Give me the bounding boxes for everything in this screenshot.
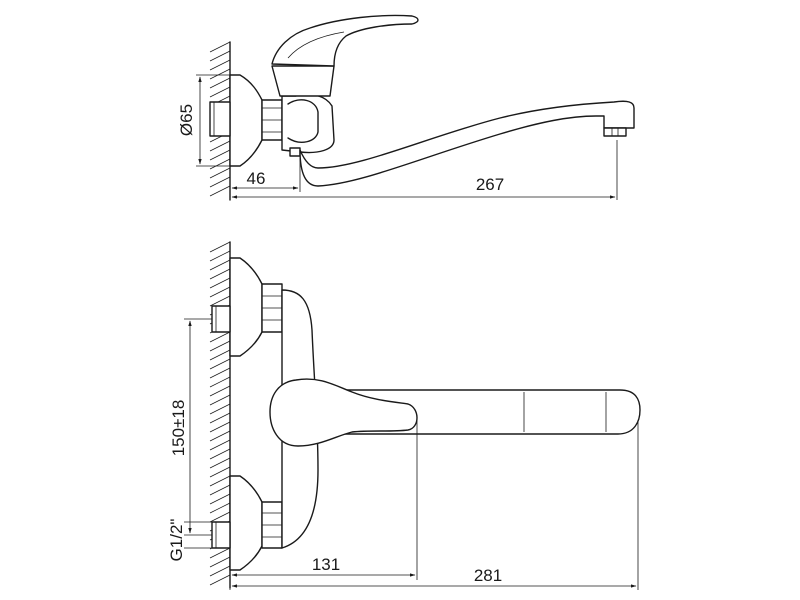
side-handle-lever [271, 14, 419, 67]
dim-front-spout-reach: 281 [474, 566, 502, 585]
side-wall-flange [229, 74, 263, 167]
hatch-stroke [209, 376, 231, 388]
hatch-stroke [209, 149, 231, 161]
hatch-stroke [209, 286, 231, 298]
hatch-stroke [209, 86, 231, 98]
hatch-stroke [209, 167, 231, 179]
hatch-stroke [209, 502, 231, 514]
hatch-stroke [209, 385, 231, 397]
front-view: 150±18 G1/2" 131 281 [167, 241, 641, 590]
hatch-stroke [209, 367, 231, 379]
hatch-stroke [209, 511, 231, 523]
front-flange-lower [229, 475, 263, 571]
hatch-stroke [209, 68, 231, 80]
side-aerator [603, 127, 627, 137]
hatch-stroke [209, 331, 231, 343]
hatch-stroke [209, 484, 231, 496]
hatch-stroke [209, 430, 231, 442]
hatch-stroke [209, 277, 231, 289]
hatch-stroke [209, 421, 231, 433]
hatch-stroke [209, 295, 231, 307]
hatch-stroke [209, 185, 231, 197]
hatch-stroke [209, 493, 231, 505]
side-wall-pipe [209, 101, 231, 137]
hatch-stroke [209, 457, 231, 469]
dim-thread: G1/2" [167, 519, 186, 562]
front-handle [269, 378, 418, 447]
dim-flange-diameter: Ø65 [177, 104, 196, 136]
hatch-stroke [209, 176, 231, 188]
hatch-stroke [209, 565, 231, 577]
front-pipe-lower [211, 521, 231, 549]
hatch-stroke [209, 439, 231, 451]
side-wall-hatch [209, 41, 231, 197]
hatch-stroke [209, 412, 231, 424]
dim-side-offset: 46 [247, 169, 266, 188]
front-pipe-upper [211, 305, 231, 333]
hatch-stroke [209, 448, 231, 460]
hatch-stroke [209, 574, 231, 586]
hatch-stroke [209, 556, 231, 568]
hatch-stroke [209, 268, 231, 280]
hatch-stroke [209, 140, 231, 152]
hatch-stroke [209, 41, 231, 53]
hatch-stroke [209, 50, 231, 62]
dim-side-spout-reach: 267 [476, 175, 504, 194]
hatch-stroke [209, 250, 231, 262]
dim-handle-reach: 131 [312, 555, 340, 574]
side-view: Ø65 46 267 [177, 14, 635, 201]
hatch-stroke [209, 394, 231, 406]
hatch-stroke [209, 349, 231, 361]
hatch-stroke [209, 358, 231, 370]
dim-center-distance: 150±18 [169, 400, 188, 457]
side-spout [299, 100, 635, 187]
hatch-stroke [209, 340, 231, 352]
hatch-stroke [209, 547, 231, 559]
hatch-stroke [209, 158, 231, 170]
hatch-stroke [209, 259, 231, 271]
hatch-stroke [209, 241, 231, 253]
front-flange-upper [229, 257, 263, 357]
hatch-stroke [209, 403, 231, 415]
side-handle-base [271, 65, 335, 97]
hatch-stroke [209, 466, 231, 478]
hatch-stroke [209, 475, 231, 487]
side-body-plug [289, 147, 301, 157]
hatch-stroke [209, 77, 231, 89]
hatch-stroke [209, 59, 231, 71]
